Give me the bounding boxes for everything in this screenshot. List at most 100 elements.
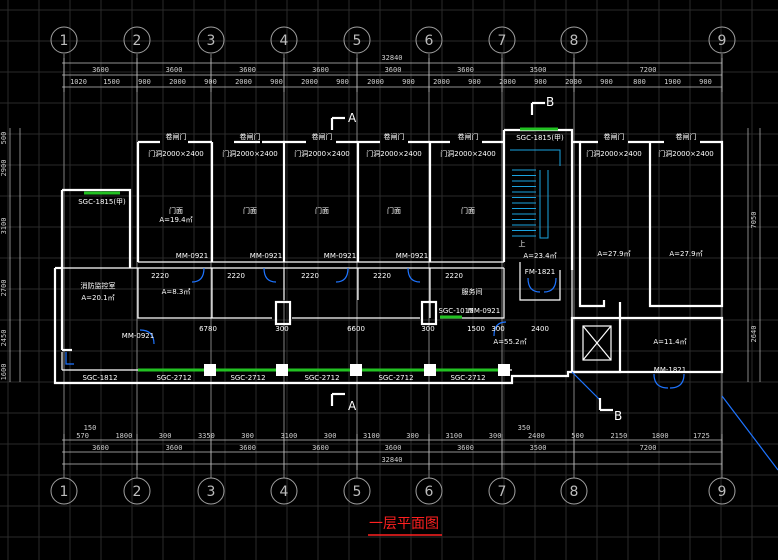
door-corner [65,352,74,365]
axis-bubble-bottom-1 [50,477,78,505]
shutter-size: 门洞2000×2400 [222,149,278,158]
axis-bubble-top-6 [415,26,443,54]
door-label-5: MM-0921 [468,307,500,315]
corridor-dim: 300 [275,325,288,333]
window-label-left: SGC-1815(甲) [78,198,126,206]
bay-dim-top: 3600 [166,66,183,74]
door-label-3: MM-0921 [324,252,356,260]
door-label-fire: FM-1821 [525,268,555,276]
bay-dim-bottom: 3600 [457,444,474,452]
axis-label-bottom-7: 7 [498,484,507,500]
axis-bubble-bottom-8 [560,477,588,505]
shutter-label: 卷闸门 [240,132,261,141]
drawing-title: 一层平面图 [369,516,439,532]
window-label-service: SGC-1015 [438,307,473,315]
column-4 [424,364,436,376]
bay-dim-bottom: 3600 [92,444,109,452]
bay-dim-top: 3600 [312,66,329,74]
bay-dim-top: 3600 [385,66,402,74]
door-shop-3 [335,267,349,283]
columns [204,364,510,376]
axis-label-top-4: 4 [280,33,289,49]
shop-area-1: A=19.4㎡ [159,216,192,224]
sub-dim-top: 900 [468,78,481,86]
leader-line-b [571,371,601,401]
sub-dim-bottom: 1800 [115,432,132,440]
corridor-dim: 300 [421,325,434,333]
door-shop-1 [191,267,205,283]
shutter-size: 门洞2000×2400 [294,149,350,158]
sub-dim-bottom: 300 [324,432,337,440]
window-label-bottom: SGC-1812 [82,374,117,382]
stair-landing [510,149,561,166]
sub-dim-bottom: 2400 [528,432,545,440]
axis-bubble-top-7 [488,26,516,54]
axis-bubble-top-4 [270,26,298,54]
door-service [493,321,507,337]
stair-area: A=23.4㎡ [523,252,556,260]
total-dim-top: 32840 [381,54,402,62]
axis-bubble-top-8 [560,26,588,54]
axis-bubble-top-9 [708,26,736,54]
axis-bubble-bottom-5 [343,477,371,505]
sub-dim-top: 1020 [70,78,87,86]
sub-dim-bottom: 500 [571,432,584,440]
door-lobby [653,373,685,389]
sub-dim-top: 900 [699,78,712,86]
axis-bubble-bottom-2 [123,477,151,505]
axis-label-bottom-3: 3 [207,484,216,500]
corridor-dim: 6600 [347,325,365,333]
bay-dim-top: 7200 [640,66,657,74]
sub-dim-bottom: 3100 [363,432,380,440]
shutter-label: 卷闸门 [676,132,697,141]
right-shop-area-1: A=27.9㎡ [597,250,630,258]
side-dim-left: 500 [0,132,8,145]
shutter-label: 卷闸门 [384,132,405,141]
sub-dim-top: 2000 [169,78,186,86]
fire-room-area: A=20.1㎡ [81,294,114,302]
room-labels: 门面 A=19.4㎡ 门面 门面 门面 门面 消防监控室 A=20.1㎡ 服务间… [78,134,702,374]
sub-dim-top: 900 [336,78,349,86]
section-a-top: A [348,111,357,125]
sub-dim-bottom: 300 [159,432,172,440]
window-label-stair: SGC-1815(甲) [516,134,564,142]
axis-label-top-3: 3 [207,33,216,49]
section-b-top: B [546,95,554,109]
axis-label-top-9: 9 [718,33,727,49]
inner-dim: 2220 [445,272,463,280]
door-fire-room [139,329,155,345]
sub-dim-bottom: 3100 [445,432,462,440]
window-label-bottom: SGC-2712 [450,374,485,382]
shop-name-5: 门面 [461,206,475,215]
sub-dim-top: 900 [138,78,151,86]
doors [65,267,778,471]
sub-dim-bottom: 1800 [652,432,669,440]
bay-dim-top: 3500 [530,66,547,74]
side-dim-right: 7050 [750,212,758,229]
total-dim-bottom: 32840 [381,456,402,464]
sub-dim-top: 2000 [565,78,582,86]
bay-dim-bottom: 3600 [312,444,329,452]
bay-dim-top: 3600 [92,66,109,74]
sub-dim-bottom: 1725 [693,432,710,440]
bay-dim-bottom: 3600 [166,444,183,452]
shop-name-3: 门面 [315,206,329,215]
door-stair-fire [527,277,557,293]
window-label-bottom: SGC-2712 [230,374,265,382]
axis-bubble-bottom-6 [415,477,443,505]
shop-name-4: 门面 [387,206,401,215]
section-marks: A A B B [330,95,622,423]
shutter-size: 门洞2000×2400 [440,149,496,158]
axis-label-top-7: 7 [498,33,507,49]
corridor-area: A=55.2㎡ [493,338,526,346]
sub-dim-top: 2000 [433,78,450,86]
right-shop-area-2: A=27.9㎡ [669,250,702,258]
axis-label-top-6: 6 [425,33,434,49]
lobby-area: A=11.4㎡ [653,338,686,346]
stair-rail [539,170,549,239]
